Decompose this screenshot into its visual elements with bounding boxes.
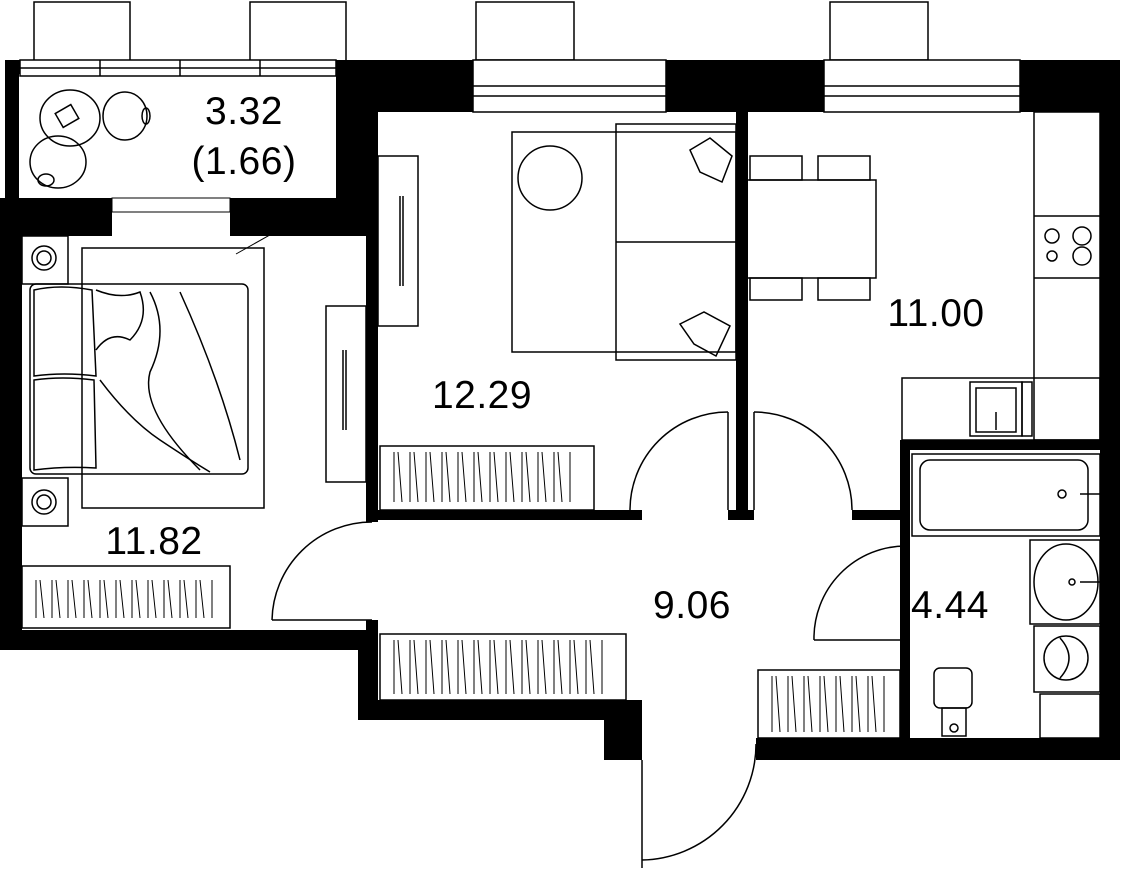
bedroom-area: 11.82: [105, 520, 202, 563]
bathroom-fixtures: [911, 453, 1101, 739]
living-room-area: 12.29: [432, 374, 532, 417]
kitchen-furniture: [745, 111, 1101, 511]
bedroom-furniture: [21, 235, 367, 629]
living-closet-hatch: [393, 451, 571, 503]
balcony-area-reduced: (1.66): [192, 140, 297, 183]
hallway-area: 9.06: [653, 584, 731, 627]
living-window: [472, 1, 667, 113]
bathroom-area: 4.44: [911, 584, 989, 627]
balcony-chairs: [29, 89, 151, 189]
balcony-area: 3.32: [205, 90, 283, 133]
windows: [19, 1, 1021, 113]
area-labels: 3.32 (1.66) 11.82 12.29 11.00 9.06 4.44: [105, 90, 989, 627]
balcony-window: [19, 1, 347, 77]
living-furniture: [377, 123, 737, 511]
hallway-closet-hatch: [393, 639, 885, 733]
bedroom-closet-hatch: [35, 579, 213, 619]
hallway-furniture: [379, 633, 901, 739]
walls: [0, 60, 1120, 760]
kitchen-area: 11.00: [887, 292, 984, 335]
door-swings: [271, 411, 907, 868]
kitchen-window: [823, 1, 1021, 113]
